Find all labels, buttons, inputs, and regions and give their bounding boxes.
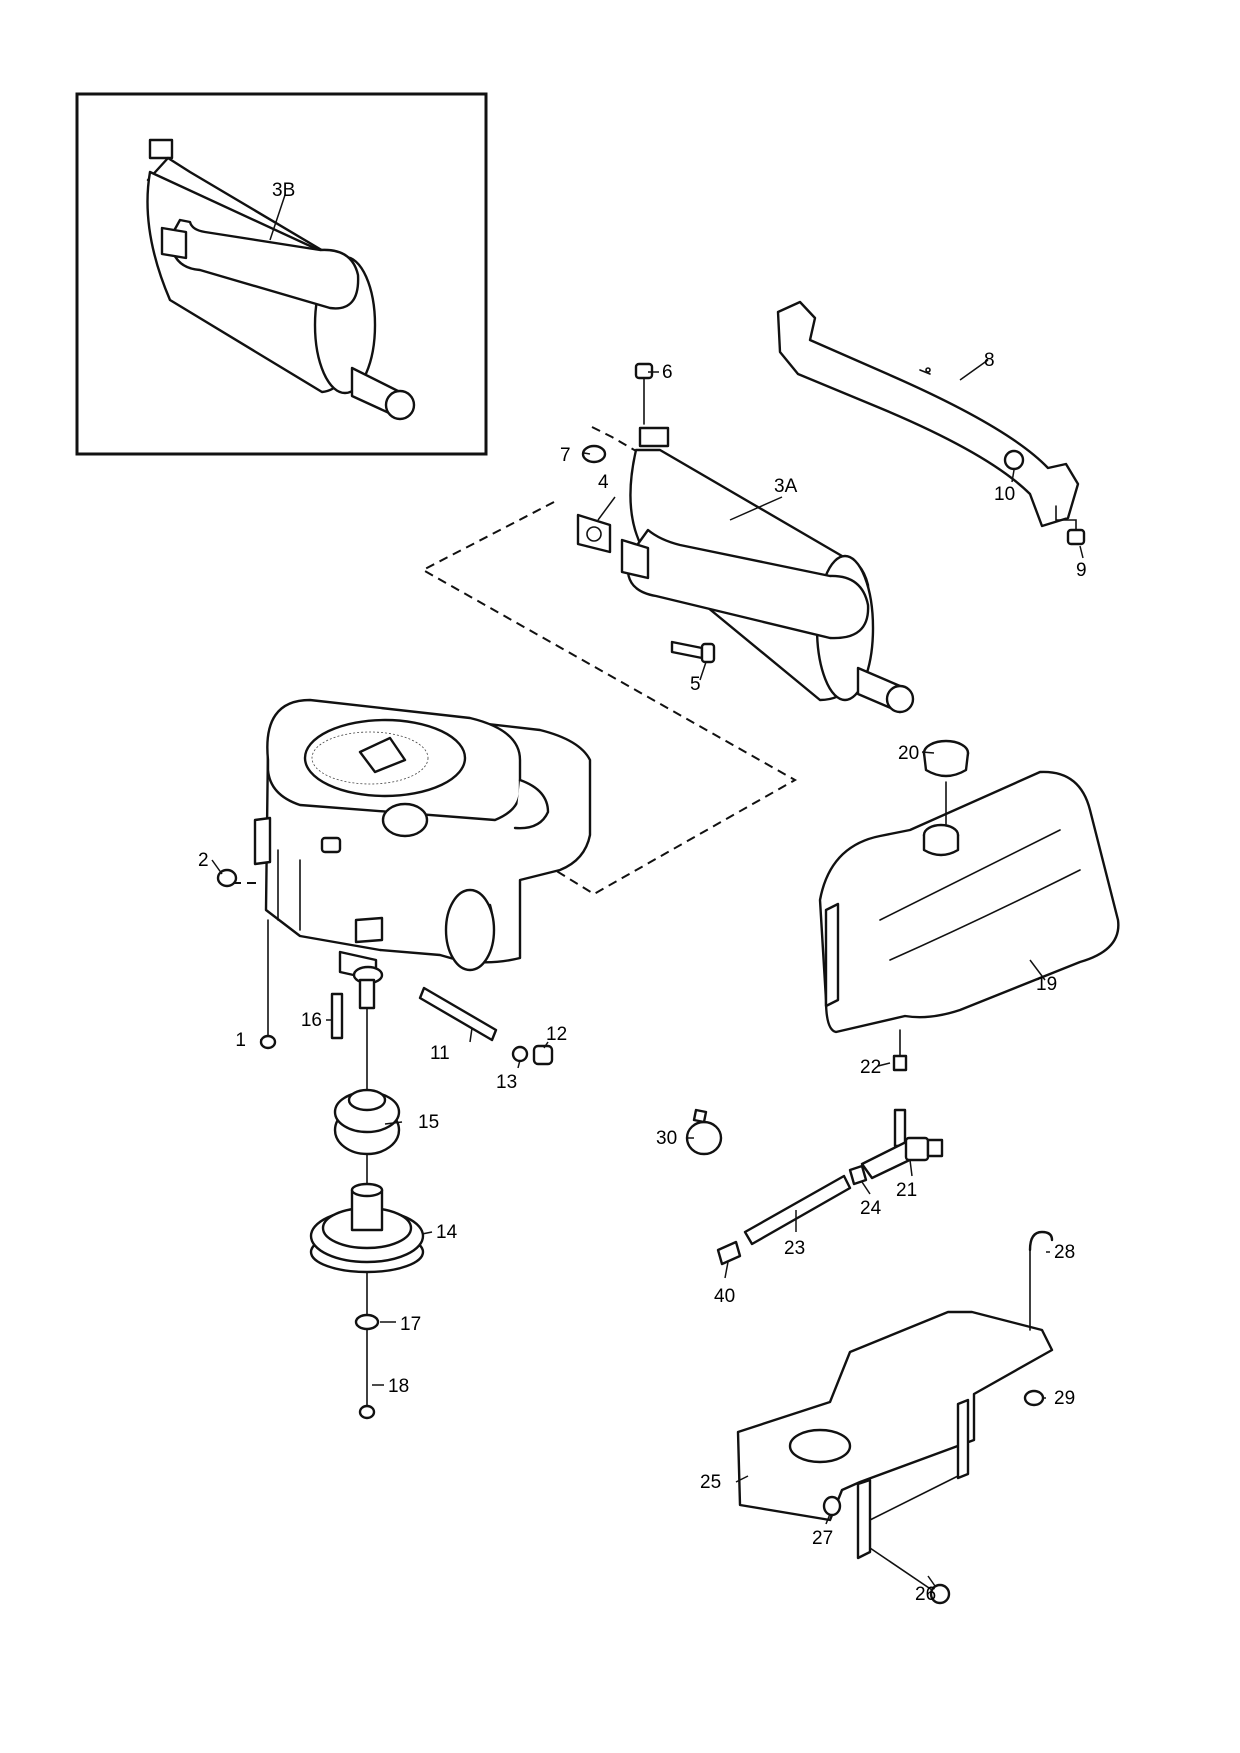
bushing-22 bbox=[892, 1054, 908, 1072]
washer-17 bbox=[354, 1313, 380, 1331]
nut-29 bbox=[1023, 1389, 1045, 1407]
callout-labels: 1 2 3A 3B 4 5 6 7 8 9 10 11 12 13 14 15 … bbox=[198, 180, 1087, 1605]
callout-23: 23 bbox=[784, 1238, 805, 1259]
callout-1: 1 bbox=[235, 1030, 246, 1051]
callout-15: 15 bbox=[418, 1112, 439, 1133]
callout-20: 20 bbox=[898, 743, 919, 764]
callout-12: 12 bbox=[546, 1024, 567, 1045]
callout-4: 4 bbox=[598, 472, 609, 493]
callout-25: 25 bbox=[700, 1472, 721, 1493]
callout-9: 9 bbox=[1076, 560, 1087, 581]
bolt-26 bbox=[929, 1583, 951, 1605]
bolt-6 bbox=[634, 362, 654, 380]
bolt-5 bbox=[670, 640, 704, 660]
callout-40: 40 bbox=[714, 1286, 735, 1307]
callout-30: 30 bbox=[656, 1128, 677, 1149]
callout-13: 13 bbox=[496, 1072, 517, 1093]
washer-13 bbox=[511, 1045, 529, 1063]
clip-30 bbox=[685, 1108, 723, 1156]
inset-frame bbox=[75, 92, 488, 456]
engine-exhaust-dashed-outline bbox=[420, 501, 798, 896]
callout-10: 10 bbox=[994, 484, 1015, 505]
callout-11: 11 bbox=[430, 1043, 450, 1064]
callout-8: 8 bbox=[984, 350, 995, 371]
callout-5: 5 bbox=[690, 674, 701, 695]
stud-11 bbox=[418, 986, 498, 1042]
clamp-24 bbox=[848, 1164, 868, 1186]
callout-17: 17 bbox=[400, 1314, 421, 1335]
nut-12 bbox=[532, 1044, 554, 1066]
gasket-4 bbox=[576, 513, 612, 554]
washer-27 bbox=[822, 1495, 842, 1517]
hose-23 bbox=[743, 1174, 852, 1246]
callout-24: 24 bbox=[860, 1198, 882, 1219]
nut-2 bbox=[216, 868, 238, 888]
callout-21: 21 bbox=[896, 1180, 917, 1201]
fuel-cap-20 bbox=[922, 739, 970, 778]
key-16 bbox=[330, 992, 344, 1040]
engine-drawing bbox=[253, 698, 592, 1010]
callout-18: 18 bbox=[388, 1376, 409, 1397]
fuel-tank-drawing bbox=[818, 770, 1120, 1034]
callout-16: 16 bbox=[301, 1010, 322, 1031]
leader-lines bbox=[211, 194, 1084, 1587]
pulley-14 bbox=[309, 1182, 425, 1274]
nut-7 bbox=[581, 444, 607, 464]
callout-2: 2 bbox=[198, 850, 209, 871]
callout-7: 7 bbox=[560, 445, 571, 466]
callout-28: 28 bbox=[1054, 1242, 1075, 1263]
bracket-8-drawing bbox=[776, 300, 1080, 528]
pulley-15 bbox=[333, 1088, 401, 1156]
hook-28 bbox=[1028, 1230, 1054, 1252]
washer-10 bbox=[1003, 449, 1025, 471]
callout-27: 27 bbox=[812, 1528, 833, 1549]
muffler-3a-drawing bbox=[620, 426, 915, 714]
callout-29: 29 bbox=[1054, 1388, 1075, 1409]
callout-19: 19 bbox=[1036, 974, 1057, 995]
callout-3B: 3B bbox=[272, 180, 295, 201]
callout-14: 14 bbox=[436, 1222, 458, 1243]
heat-shield-25-drawing bbox=[736, 1310, 1054, 1560]
bolt-18 bbox=[358, 1404, 376, 1420]
callout-3A: 3A bbox=[774, 476, 798, 497]
callout-26: 26 bbox=[915, 1584, 936, 1605]
screw-9 bbox=[1066, 528, 1086, 546]
clamp-40 bbox=[716, 1240, 742, 1266]
fuel-valve-21 bbox=[860, 1108, 944, 1180]
muffler-3b-drawing bbox=[146, 138, 416, 421]
callout-6: 6 bbox=[662, 362, 673, 383]
callout-22: 22 bbox=[860, 1057, 881, 1078]
